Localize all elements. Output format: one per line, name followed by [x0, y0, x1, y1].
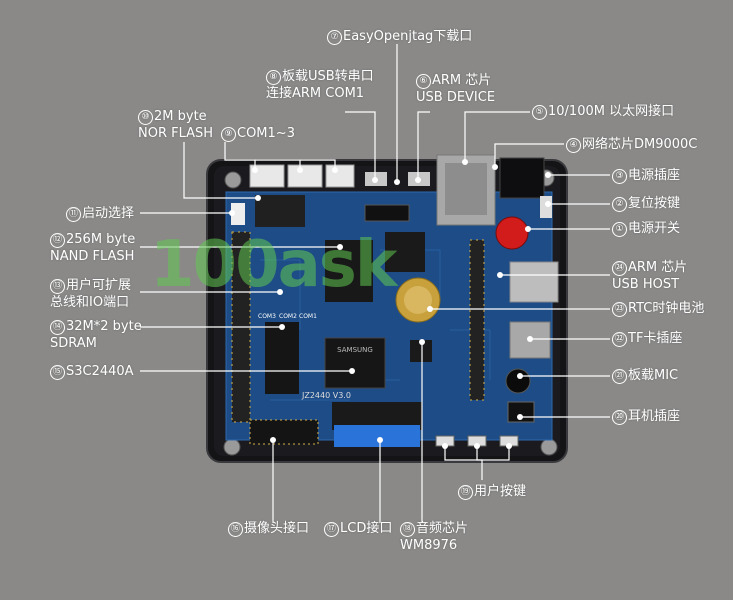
com3-label: COM3 [258, 313, 276, 320]
leader-dots [229, 159, 551, 449]
jtag-header [364, 204, 410, 222]
audio-chip [410, 340, 432, 362]
nand-flash-chip [325, 240, 373, 302]
boot-switch [231, 203, 245, 225]
sdram-chip [265, 322, 299, 394]
power-switch [495, 216, 529, 250]
mic [505, 368, 531, 394]
dm9000-chip [385, 232, 425, 272]
version-label: JZ2440 V3.0 [301, 391, 351, 400]
s3c2440-chip [324, 337, 386, 389]
com2-label: COM2 [279, 313, 297, 320]
chip-label: SAMSUNG [337, 346, 373, 354]
reset-button [540, 196, 552, 218]
watermark-logo: 100ask [150, 228, 397, 302]
nor-flash-chip [255, 195, 305, 227]
com1-label: COM1 [299, 313, 317, 320]
power-jack [499, 157, 545, 199]
leader-lines [140, 44, 610, 523]
expansion-header-right [469, 239, 485, 401]
camera-connector [249, 419, 319, 445]
usb-host-port [509, 261, 559, 303]
